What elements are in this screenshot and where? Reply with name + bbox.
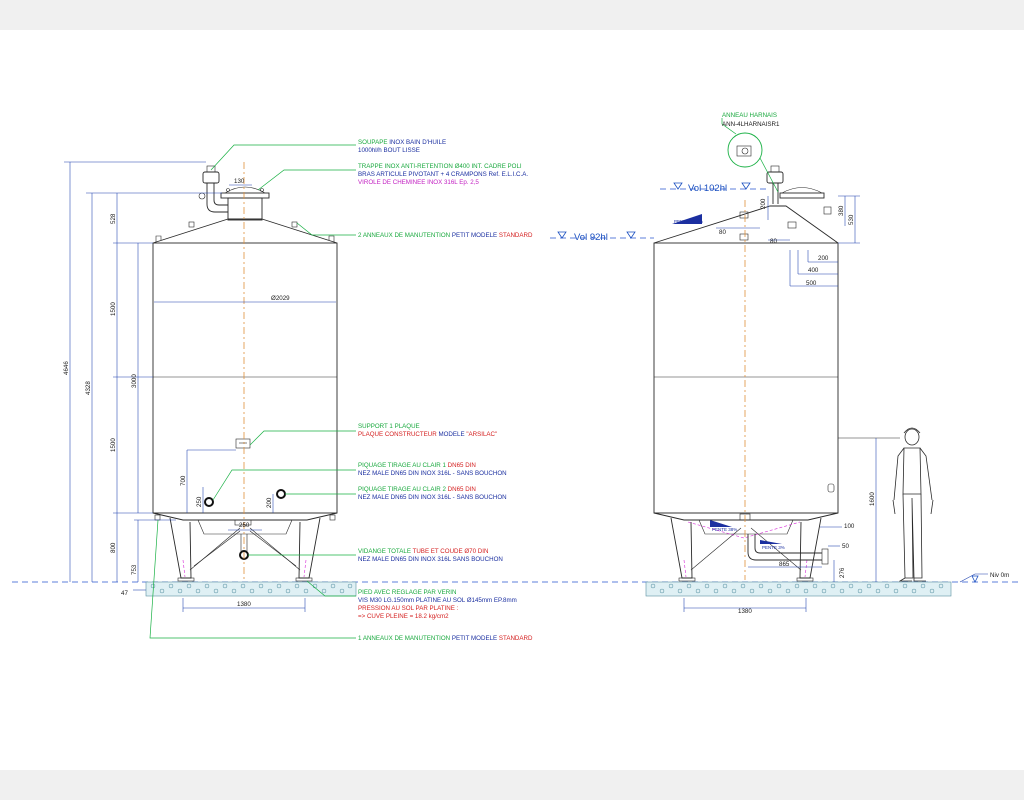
- tank-front-view: [152, 162, 338, 582]
- svg-text:250: 250: [196, 496, 203, 507]
- svg-text:PENTE 3%: PENTE 3%: [762, 545, 785, 550]
- svg-text:VIROLE DE CHEMINEE INOX 316L E: VIROLE DE CHEMINEE INOX 316L Ep. 2,5: [358, 179, 479, 186]
- svg-text:NEZ MALE DN65 DIN INOX 316L SA: NEZ MALE DN65 DIN INOX 316L SANS BOUCHON: [358, 556, 503, 563]
- svg-text:PENTE 21.3%: PENTE 21.3%: [674, 219, 703, 224]
- svg-text:130: 130: [234, 178, 245, 185]
- svg-text:Ø2029: Ø2029: [271, 295, 290, 302]
- dimensions-side: Vol 92hl Vol 102hl PENTE 21.3% PENTE 38%…: [550, 182, 1009, 615]
- svg-text:800: 800: [110, 542, 117, 553]
- tank-drawing: 4646 4328 528 1500 1500 800 3000 753 47 …: [12, 112, 1020, 642]
- svg-text:1000hl/h BOUT LISSE: 1000hl/h BOUT LISSE: [358, 147, 420, 154]
- callout-support: SUPPORT 1 PLAQUE: [358, 423, 420, 430]
- svg-text:1380: 1380: [237, 601, 251, 608]
- dimensions-front: 4646 4328 528 1500 1500 800 3000 753 47 …: [63, 161, 336, 612]
- tank-side-view: [653, 165, 900, 582]
- svg-text:PRESSION AU SOL PAR PLATINE :: PRESSION AU SOL PAR PLATINE :: [358, 605, 459, 612]
- callout-anneaux-2: 2 ANNEAUX DE MANUTENTION PETIT MODELE ST…: [358, 232, 533, 239]
- callout-trappe: TRAPPE INOX ANTI-RETENTION Ø400 INT. CAD…: [358, 163, 522, 170]
- callout-piquage-2: PIQUAGE TIRAGE AU CLAIR 2 DN65 DIN: [358, 486, 476, 493]
- svg-text:4328: 4328: [85, 381, 92, 395]
- svg-text:1500: 1500: [110, 438, 117, 452]
- svg-text:200: 200: [760, 198, 767, 209]
- volume-102hl: Vol 102hl: [688, 183, 727, 194]
- level-label: Niv 0m: [990, 572, 1009, 579]
- svg-text:250: 250: [239, 522, 250, 529]
- svg-text:500: 500: [806, 280, 817, 287]
- callout-vidange: VIDANGE TOTALE TUBE ET COUDE Ø70 DIN: [358, 548, 488, 555]
- svg-text:753: 753: [131, 564, 138, 575]
- leader-lines-front: [149, 144, 356, 639]
- svg-text:1600: 1600: [869, 492, 876, 506]
- svg-text:BRAS ARTICULE PIVOTANT + 4 CRA: BRAS ARTICULE PIVOTANT + 4 CRAMPONS Ref.…: [358, 171, 528, 178]
- svg-text:865: 865: [779, 561, 790, 568]
- legs: [169, 517, 321, 582]
- svg-text:PENTE 38%: PENTE 38%: [712, 527, 737, 532]
- drawing-sheet: 4646 4328 528 1500 1500 800 3000 753 47 …: [0, 30, 1024, 770]
- svg-text:100: 100: [844, 523, 855, 530]
- person-figure: [892, 427, 934, 582]
- svg-text:47: 47: [121, 590, 128, 597]
- svg-text:1500: 1500: [110, 302, 117, 316]
- svg-text:4646: 4646: [63, 361, 70, 375]
- callout-soupape: SOUPAPE INOX BAIN D'HUILE: [358, 139, 446, 146]
- svg-text:530: 530: [848, 214, 855, 225]
- svg-text:700: 700: [180, 475, 187, 486]
- svg-text:NEZ MALE DN65 DIN INOX 316L -: NEZ MALE DN65 DIN INOX 316L - SANS BOUCH…: [358, 494, 507, 501]
- harness-detail: ANNEAU HARNAIS ANN-4LHARNAISR1: [721, 112, 780, 193]
- svg-text:NEZ MALE DN65 DIN INOX 316L -: NEZ MALE DN65 DIN INOX 316L - SANS BOUCH…: [358, 470, 507, 477]
- svg-text:ANN-4LHARNAISR1: ANN-4LHARNAISR1: [722, 121, 780, 128]
- svg-text:=> CUVE PLEINE = 18.2 kg/cm2: => CUVE PLEINE = 18.2 kg/cm2: [358, 613, 449, 620]
- callout-pied: PIED AVEC REGLAGE PAR VERIN: [358, 589, 456, 596]
- callouts-front: SOUPAPE INOX BAIN D'HUILE 1000hl/h BOUT …: [358, 139, 533, 642]
- svg-text:80: 80: [719, 229, 726, 236]
- callout-anneaux-1: 1 ANNEAUX DE MANUTENTION PETIT MODELE ST…: [358, 635, 533, 642]
- svg-text:VIS M30 LG.150mm PLATINE AU SO: VIS M30 LG.150mm PLATINE AU SOL Ø145mm E…: [358, 597, 517, 604]
- svg-text:PLAQUE CONSTRUCTEUR MODELE "AR: PLAQUE CONSTRUCTEUR MODELE "ARSILAC": [358, 431, 497, 438]
- svg-text:528: 528: [110, 213, 117, 224]
- svg-text:400: 400: [808, 267, 819, 274]
- callout-piquage-1: PIQUAGE TIRAGE AU CLAIR 1 DN65 DIN: [358, 462, 476, 469]
- svg-text:50: 50: [842, 543, 849, 550]
- svg-text:276: 276: [839, 567, 846, 578]
- svg-text:1380: 1380: [738, 608, 752, 615]
- svg-text:80: 80: [770, 238, 777, 245]
- volume-92hl: Vol 92hl: [574, 232, 608, 243]
- svg-text:200: 200: [266, 497, 273, 508]
- callout-anneau-harnais: ANNEAU HARNAIS: [722, 112, 777, 119]
- svg-text:380: 380: [838, 205, 845, 216]
- svg-text:3000: 3000: [131, 374, 138, 388]
- svg-text:200: 200: [818, 255, 829, 262]
- ground-level: [12, 581, 1020, 597]
